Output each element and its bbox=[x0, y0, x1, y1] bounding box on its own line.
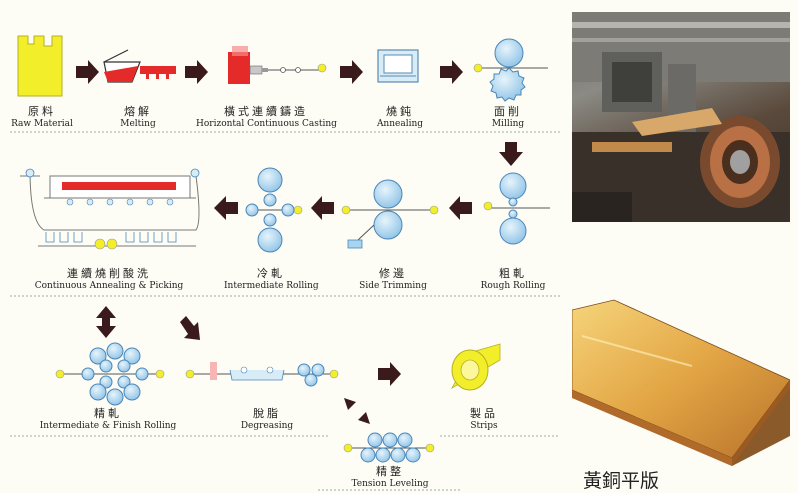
label-en: Milling bbox=[491, 118, 525, 129]
label-annealing: 燒鈍 Annealing bbox=[368, 105, 432, 129]
degreasing-icon bbox=[185, 362, 339, 387]
arrow-left-2 bbox=[311, 196, 334, 220]
label-zh: 冷軋 bbox=[257, 267, 285, 280]
arrow-right-3 bbox=[340, 60, 363, 84]
label-zh: 粗軋 bbox=[499, 267, 527, 280]
arrow-left-3 bbox=[214, 196, 238, 220]
label-continuous-annealing: 連續燒削酸洗 Continuous Annealing & Picking bbox=[34, 267, 184, 291]
label-zh: 熔解 bbox=[124, 105, 152, 118]
plate-caption: 黃銅平版 bbox=[583, 470, 660, 492]
arrow-left-1 bbox=[449, 196, 472, 220]
arrow-right-5 bbox=[378, 362, 401, 386]
label-en: Tension Leveling bbox=[351, 478, 429, 489]
label-zh: 連續燒削酸洗 bbox=[67, 267, 151, 280]
milling-icon bbox=[473, 38, 548, 102]
label-en: Intermediate & Finish Rolling bbox=[39, 420, 177, 431]
label-zh: 燒鈍 bbox=[386, 105, 414, 118]
label-milling: 面削 Milling bbox=[476, 105, 540, 129]
strip-coil-icon bbox=[450, 343, 501, 391]
side-trimming-icon bbox=[341, 179, 439, 249]
label-tension-leveling: 精整 Tension Leveling bbox=[340, 465, 440, 489]
label-zh: 橫式連續鑄造 bbox=[224, 105, 308, 118]
label-en: Continuous Annealing & Picking bbox=[34, 280, 184, 291]
label-melting: 熔解 Melting bbox=[106, 105, 170, 129]
label-en: Raw Material bbox=[11, 118, 73, 129]
arrow-diag-down bbox=[180, 316, 200, 340]
label-raw-material: 原料 Raw Material bbox=[10, 105, 74, 129]
label-en: Intermediate Rolling bbox=[224, 280, 319, 291]
label-casting: 橫式連續鑄造 Horizontal Continuous Casting bbox=[196, 105, 337, 129]
arrow-right-2 bbox=[185, 60, 208, 84]
arrow-right-4 bbox=[440, 60, 463, 84]
label-zh: 精整 bbox=[376, 465, 404, 478]
melting-ladle-icon bbox=[103, 49, 176, 83]
label-side-trimming: 修邊 Side Trimming bbox=[356, 267, 430, 291]
cold-rolling-icon bbox=[245, 167, 303, 253]
label-en: Side Trimming bbox=[359, 280, 427, 291]
arrow-right-1 bbox=[76, 60, 99, 84]
brass-plate-stack bbox=[572, 299, 790, 466]
label-en: Degreasing bbox=[240, 420, 294, 431]
label-rough-rolling: 粗軋 Rough Rolling bbox=[476, 267, 550, 291]
label-finish-rolling: 精軋 Intermediate & Finish Rolling bbox=[38, 407, 178, 431]
annealing-furnace-icon bbox=[377, 49, 419, 83]
finish-rolling-icon bbox=[55, 342, 165, 406]
label-zh: 面削 bbox=[494, 105, 522, 118]
label-zh: 原料 bbox=[28, 105, 56, 118]
arrow-diag-updown bbox=[344, 398, 370, 424]
arrow-down-1 bbox=[499, 142, 523, 166]
label-en: Horizontal Continuous Casting bbox=[196, 118, 337, 129]
rolling-mill-illustration bbox=[572, 12, 790, 222]
label-en: Melting bbox=[120, 118, 156, 129]
arrow-updown bbox=[96, 306, 116, 338]
label-en: Annealing bbox=[376, 118, 424, 129]
label-degreasing: 脫脂 Degreasing bbox=[232, 407, 302, 431]
label-zh: 精軋 bbox=[94, 407, 122, 420]
rough-rolling-icon bbox=[483, 172, 550, 245]
label-strips: 製品 Strips bbox=[454, 407, 514, 431]
raw-material-icon bbox=[17, 35, 63, 97]
label-en: Rough Rolling bbox=[480, 280, 546, 291]
label-zh: 製品 bbox=[470, 407, 498, 420]
label-zh: 脫脂 bbox=[253, 407, 281, 420]
continuous-casting-icon bbox=[228, 46, 327, 84]
label-en: Strips bbox=[470, 420, 498, 431]
label-cold-rolling: 冷軋 Intermediate Rolling bbox=[224, 267, 319, 291]
tension-leveling-icon bbox=[343, 432, 435, 463]
continuous-annealing-line-icon bbox=[20, 168, 200, 250]
label-zh: 修邊 bbox=[379, 267, 407, 280]
brass-plate-photo bbox=[572, 286, 790, 493]
rolling-mill-photo bbox=[572, 12, 790, 222]
